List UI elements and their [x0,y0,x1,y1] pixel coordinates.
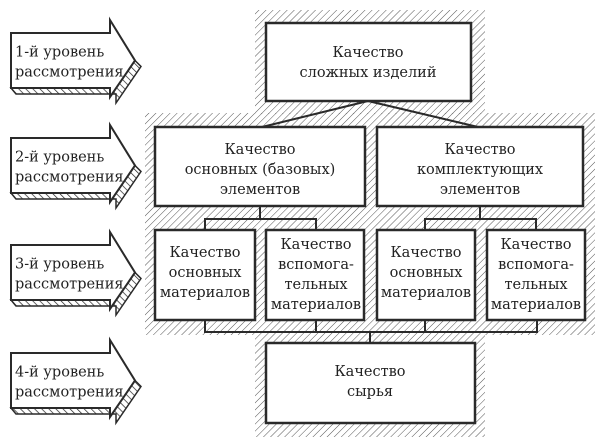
level-label: 3-й уровень [15,257,104,273]
box-text: материалов [381,285,471,301]
box-text: материалов [491,297,581,313]
box-text: тельных [504,277,567,293]
box-text: материалов [271,297,361,313]
level-arrow-4: 4-й уровень рассмотрения [9,336,142,426]
box-text: комплектующих [417,162,543,178]
box-text: сложных изделий [299,65,436,81]
box-text: вспомога- [278,257,354,273]
box-text: материалов [160,285,250,301]
connectors [204,100,538,343]
level-label: рассмотрения [15,170,124,186]
box-raw-materials-quality: Качество сырья [264,341,477,425]
box-main-materials-2: Качество основных материалов [375,228,477,322]
box-text: Качество [224,142,295,158]
level-label: 2-й уровень [15,150,104,166]
box-text: Качество [334,364,405,380]
level-label: рассмотрения [15,385,124,401]
box-text: Качество [390,245,461,261]
level-label: рассмотрения [15,277,124,293]
box-text: основных (базовых) [185,162,336,178]
box-base-elements-quality: Качество основных (базовых) элементов [153,125,367,208]
box-text: Качество [500,237,571,253]
box-auxiliary-materials-1: Качество вспомога- тельных материалов [264,228,366,322]
level-label: 1-й уровень [15,45,104,61]
box-main-materials-1: Качество основных материалов [153,228,257,322]
level-arrow-3: 3-й уровень рассмотрения [9,228,142,318]
box-text: Качество [169,245,240,261]
box-text: основных [390,265,463,281]
box-text: Качество [444,142,515,158]
box-text: вспомога- [498,257,574,273]
box-text: сырья [347,384,393,400]
level-label: рассмотрения [15,65,124,81]
box-text: Качество [280,237,351,253]
box-text: Качество [332,45,403,61]
box-auxiliary-materials-2: Качество вспомога- тельных материалов [485,228,587,322]
level-arrow-2: 2-й уровень рассмотрения [9,121,142,211]
box-components-quality: Качество комплектующих элементов [375,125,585,208]
box-text: тельных [284,277,347,293]
level-arrow-1: 1-й уровень рассмотрения [9,16,142,106]
box-complex-products-quality: Качество сложных изделий [264,21,473,103]
box-text: элементов [220,182,300,198]
level-label: 4-й уровень [15,365,104,381]
box-text: элементов [440,182,520,198]
box-text: основных [169,265,242,281]
